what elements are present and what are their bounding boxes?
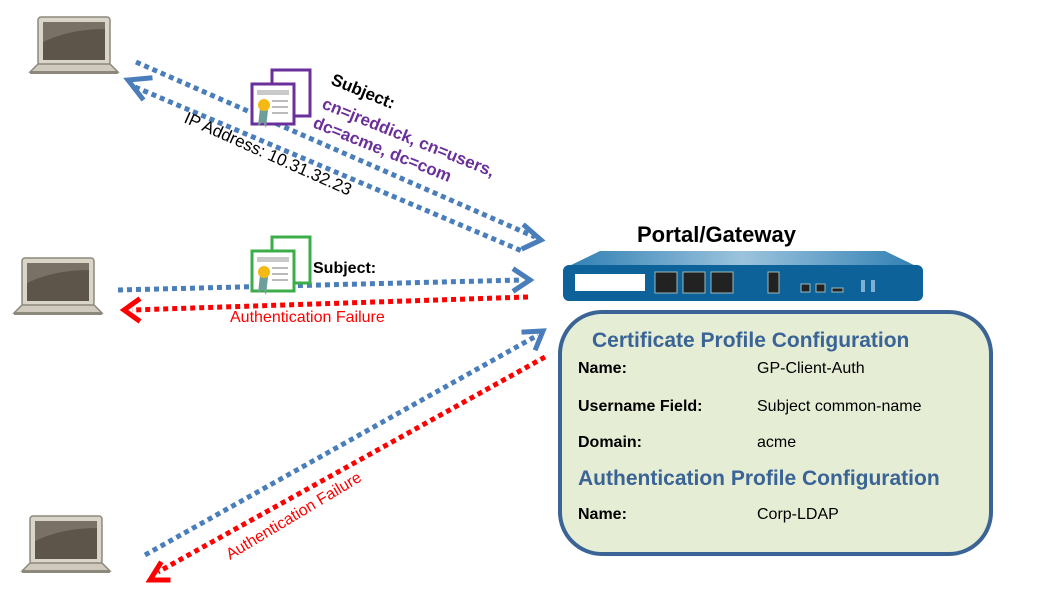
bottom-failure-label: Authentication Failure: [223, 469, 364, 563]
arrowhead-bottom-right: [521, 328, 547, 352]
firewall-device-icon: [563, 251, 923, 301]
bottom-failure-line: [156, 354, 547, 575]
top-request-line: [134, 59, 537, 240]
gateway-title: Portal/Gateway: [637, 222, 797, 247]
auth-name-label: Name:: [578, 506, 627, 523]
bottom-request-line: [143, 332, 540, 558]
domain-value: acme: [757, 434, 796, 451]
auth-name-value: Corp-LDAP: [757, 506, 839, 523]
arrowhead-top-left: [123, 75, 153, 102]
domain-label: Domain:: [578, 434, 642, 451]
username-field-label: Username Field:: [578, 398, 702, 415]
laptop-icon-2: [13, 257, 103, 316]
middle-request-line: [117, 277, 523, 293]
certificate-icon-valid: [250, 68, 312, 130]
laptop-icon-1: [29, 16, 119, 75]
cert-name-value: GP-Client-Auth: [757, 360, 865, 377]
arrowhead-middle-right: [511, 266, 535, 294]
cert-name-label: Name:: [578, 360, 627, 377]
cert-profile-title: Certificate Profile Configuration: [592, 329, 909, 352]
arrowhead-bottom-left: [145, 560, 171, 583]
configuration-panel: [558, 310, 993, 556]
arrowhead-top-right: [520, 222, 546, 252]
username-field-value: Subject common-name: [757, 398, 922, 415]
middle-failure-line: [131, 294, 529, 313]
middle-subject-label: Subject:: [313, 260, 376, 277]
auth-profile-title: Authentication Profile Configuration: [578, 467, 940, 490]
laptop-icon-3: [21, 515, 111, 574]
arrowhead-middle-left: [119, 296, 142, 324]
top-response-line: [134, 84, 523, 254]
middle-failure-label: Authentication Failure: [230, 309, 385, 326]
